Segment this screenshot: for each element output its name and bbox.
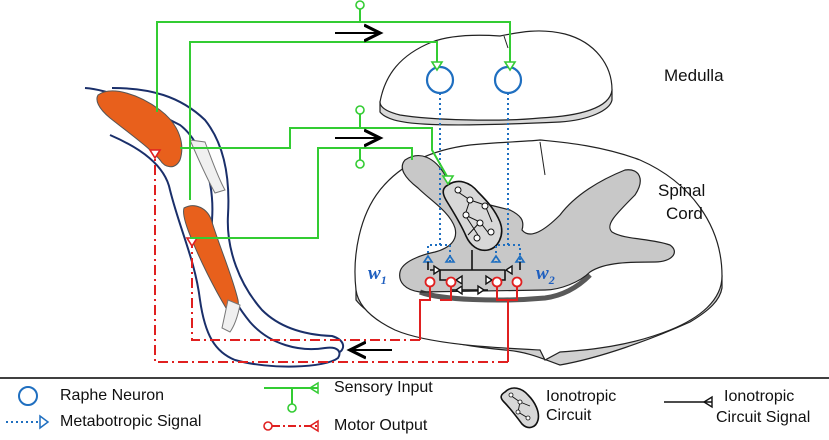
legend-ionotropic-signal-line1: Ionotropic	[724, 388, 795, 405]
legend-ionotropic-signal-line2: Circuit Signal	[716, 409, 811, 426]
w2-label: w2	[536, 263, 555, 287]
medulla-label: Medulla	[664, 66, 724, 85]
muscles	[96, 90, 241, 333]
ionotropic-circuit	[442, 180, 503, 252]
sensory-terminals	[355, 0, 517, 186]
motor-terminals	[148, 149, 199, 248]
legend-raphe-neuron: Raphe Neuron	[60, 387, 165, 404]
spinal-cord-label-line1: Spinal	[658, 181, 706, 200]
motor-output-lines	[419, 287, 518, 362]
motor-neurons	[424, 276, 523, 288]
legend-ionotropic-circuit-line1: Ionotropic	[546, 388, 617, 405]
motor-output-axons	[154, 152, 508, 363]
spinal-cord-label-line2: Cord	[666, 204, 703, 223]
legend-motor-output: Motor Output	[334, 417, 428, 434]
direction-arrows	[335, 33, 392, 350]
legend-metabotropic-signal: Metabotropic Signal	[60, 413, 202, 430]
legend-icons	[6, 381, 713, 433]
raphe-neuron-legend-icon	[18, 386, 38, 406]
w1-label: w1	[368, 263, 387, 287]
ionotropic-circuit-legend-icon	[500, 387, 540, 429]
spinal-cord	[354, 139, 723, 366]
sensory-input-lines	[156, 5, 511, 239]
legend-ionotropic-circuit-line2: Circuit	[546, 407, 592, 424]
ionotropic-terminals	[433, 264, 513, 296]
legend-sensory-input: Sensory Input	[334, 379, 433, 396]
